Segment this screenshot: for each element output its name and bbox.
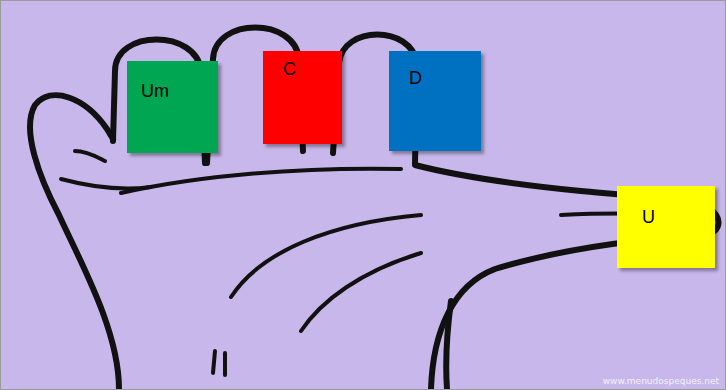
crease-line — [301, 253, 421, 331]
place-value-letter: U — [642, 207, 655, 228]
crease-line — [121, 169, 401, 193]
crease-line — [61, 179, 151, 189]
thumb-outline — [415, 165, 718, 389]
unit-box: U — [617, 186, 715, 268]
unit-box: D — [389, 51, 481, 151]
watermark: www.menudospeques.net — [603, 376, 719, 386]
wrist-line — [446, 301, 451, 389]
unit-box: C — [263, 51, 342, 144]
unit-box: Um — [127, 61, 218, 153]
place-value-letter: C — [283, 59, 296, 80]
crease-line — [223, 353, 227, 375]
crease-line — [75, 151, 105, 161]
crease-line — [213, 351, 215, 373]
place-value-letter: Um — [141, 81, 169, 102]
place-value-letter: D — [409, 68, 422, 89]
crease-line — [231, 215, 421, 297]
hand-outline — [30, 95, 119, 389]
